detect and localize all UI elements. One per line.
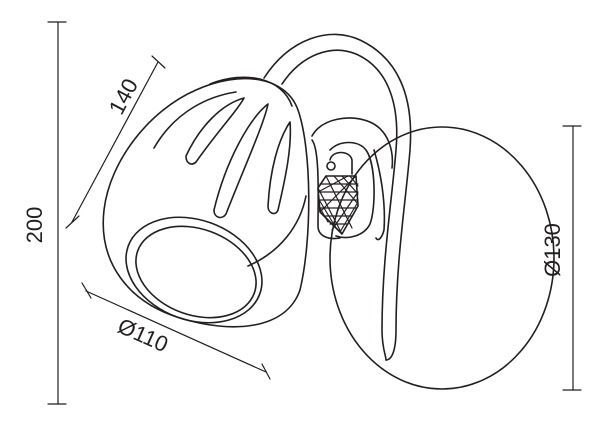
knuckle-left: [311, 139, 341, 240]
arm-outer: [263, 33, 412, 361]
crystal-facets: [317, 175, 359, 235]
base-diameter-dimension-label: Ø130: [540, 223, 565, 277]
shade-opening-outer: [125, 216, 263, 324]
knuckle-outer: [311, 117, 394, 169]
shade-diameter-dimension-label: Ø110: [114, 313, 172, 357]
shade-inner-curve-left: [153, 91, 237, 149]
shade-rim-top: [209, 76, 293, 107]
shade-diameter-dimension-tick-left: [81, 282, 92, 299]
height-dimension-label: 200: [22, 207, 47, 244]
shade-diameter-dimension: Ø110: [81, 282, 271, 380]
crystal-hook-ring: [326, 161, 336, 171]
shade-rib-1: [185, 97, 245, 165]
length-dimension-tick-bottom: [65, 215, 80, 229]
lamp-shade: [102, 76, 310, 328]
shade-opening: [125, 216, 263, 324]
shade-rib-3: [267, 121, 292, 215]
shade-diameter-dimension-line: [85, 290, 267, 373]
length-dimension-tick-top: [151, 55, 166, 69]
base-diameter-dimension: Ø130: [540, 125, 582, 391]
shade-rib-2: [213, 103, 269, 219]
length-dimension: 140: [65, 55, 166, 229]
length-dimension-label: 140: [104, 74, 143, 118]
shade-diameter-dimension-tick-right: [261, 363, 271, 380]
shade-outline: [102, 77, 310, 328]
knuckle-inner: [329, 141, 375, 239]
holder-knuckle: [311, 117, 394, 240]
lamp-arm: [263, 33, 412, 361]
base-plate-outline: [329, 126, 555, 390]
arm-inner: [281, 49, 398, 361]
shade-inner-curve-right: [247, 195, 307, 267]
crystal-pendant: [317, 151, 359, 235]
length-dimension-line: [71, 61, 159, 223]
crystal-hook: [329, 151, 353, 175]
arm-clip: [373, 149, 386, 241]
shade-opening-inner: [135, 225, 257, 319]
height-dimension: 200: [22, 21, 67, 405]
wall-base-plate: [329, 126, 555, 390]
